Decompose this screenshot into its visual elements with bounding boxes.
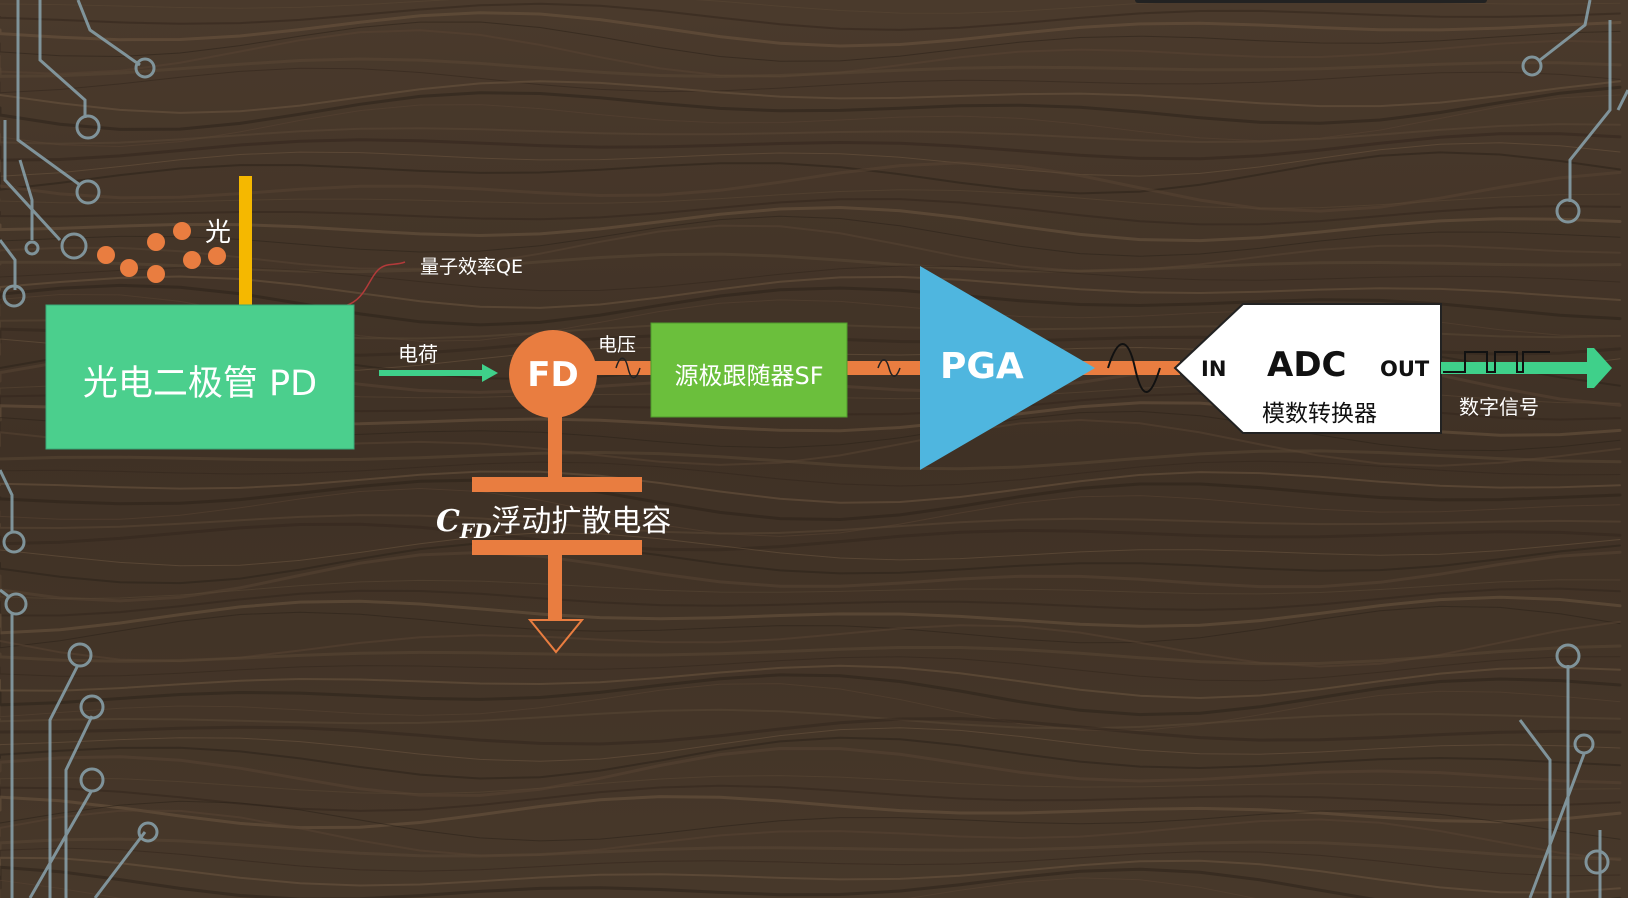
wood-grain-line <box>0 795 1622 830</box>
wood-grain-line <box>0 784 1621 812</box>
adc-title: ADC <box>1267 345 1347 385</box>
wood-grain-line <box>0 132 1622 162</box>
wood-grain-line <box>0 522 1622 552</box>
wood-grain-line <box>0 478 1622 522</box>
adc-out-label: OUT <box>1380 357 1430 381</box>
wood-grain-line <box>0 67 1621 94</box>
wood-grain-line <box>0 205 1622 243</box>
pga-label: PGA <box>940 346 1024 387</box>
sine-wave-large <box>1107 343 1161 393</box>
charge-arrow <box>379 364 498 382</box>
wood-grain-line <box>0 683 1621 732</box>
fd-node <box>509 330 597 418</box>
sine-wave-small <box>615 357 641 379</box>
digital-output-arrow <box>1441 348 1612 388</box>
wood-grain-line <box>0 487 1621 537</box>
cfd-subscript: FD <box>459 519 492 543</box>
wood-grain-line <box>0 620 1621 668</box>
wood-grain-line <box>0 736 1621 780</box>
qe-label: 量子效率QE <box>420 256 523 278</box>
wood-grain-line <box>0 717 1622 746</box>
photodiode-box <box>45 304 355 450</box>
source-follower-box <box>650 322 848 418</box>
wood-grain-line <box>0 275 1621 309</box>
window-top-bar <box>1135 0 1487 3</box>
qe-leader-line <box>344 261 406 307</box>
wood-grain-line <box>0 847 1621 877</box>
wood-grain-line <box>0 605 1621 649</box>
wood-grain-line <box>0 85 1622 131</box>
cfd-symbol: C <box>436 504 460 539</box>
cfd-label: CFD浮动扩散电容 <box>436 496 671 543</box>
cfd-text: 浮动扩散电容 <box>491 504 672 539</box>
wood-grain-line <box>0 708 1621 730</box>
wood-grain-line <box>0 198 1621 226</box>
wood-grain-line <box>0 514 1621 535</box>
digital-signal-label: 数字信号 <box>1459 395 1539 419</box>
wood-grain-line <box>0 727 1621 762</box>
wood-grain-line <box>0 656 1621 682</box>
wood-grain-line <box>0 0 1621 14</box>
wood-grain-line <box>0 809 1621 862</box>
source-follower-label: 源极跟随器SF <box>674 362 824 390</box>
wood-grain-line <box>0 11 1622 48</box>
wood-grain-line <box>0 746 1622 797</box>
fd-capacitor-branch <box>472 410 642 620</box>
wood-grain-line <box>0 856 1621 894</box>
sine-wave-small <box>877 359 901 377</box>
wood-grain-line <box>0 664 1621 700</box>
wood-grain-line <box>0 470 1621 504</box>
wood-grain-line <box>0 532 1621 567</box>
wood-grain-line <box>0 587 1621 617</box>
wood-grain-line <box>0 283 1622 327</box>
wood-grain-line <box>0 837 1622 861</box>
wood-grain-line <box>0 2 1621 31</box>
wood-grain-line <box>0 189 1621 209</box>
adc-in-label: IN <box>1201 357 1227 381</box>
wood-grain-line <box>0 265 1621 292</box>
wood-grain-line <box>0 775 1621 795</box>
wood-grain-line <box>0 550 1622 603</box>
wood-grain-line <box>0 595 1622 635</box>
wood-grain-line <box>0 94 1621 148</box>
wood-grain-line <box>0 57 1622 79</box>
wood-grain-line <box>0 800 1621 842</box>
wood-grain-line <box>0 151 1621 195</box>
wood-grain-line <box>0 161 1622 213</box>
wood-grain-line <box>0 142 1621 177</box>
voltage-label: 电压 <box>598 334 637 356</box>
wood-grain-line <box>0 449 1622 471</box>
photodiode-label: 光电二极管 PD <box>82 364 318 404</box>
wood-grain-line <box>0 865 1622 898</box>
fd-label: FD <box>527 355 579 395</box>
wood-grain-line <box>0 123 1621 145</box>
wood-grain-line <box>0 644 1622 666</box>
adc-subtitle: 模数转换器 <box>1262 401 1377 427</box>
wood-grain-line <box>0 541 1621 585</box>
wood-grain-line <box>0 673 1622 717</box>
ground-symbol <box>527 619 585 654</box>
light-label: 光 <box>205 218 232 248</box>
wood-grain-line <box>0 215 1621 257</box>
pga-amplifier <box>920 266 1095 470</box>
photon-dots <box>97 222 226 283</box>
charge-label: 电荷 <box>398 342 438 366</box>
wood-grain-line <box>0 460 1621 487</box>
wood-grain-line <box>0 579 1621 600</box>
wood-grain-line <box>0 80 1621 114</box>
wood-grain-line <box>0 21 1621 62</box>
